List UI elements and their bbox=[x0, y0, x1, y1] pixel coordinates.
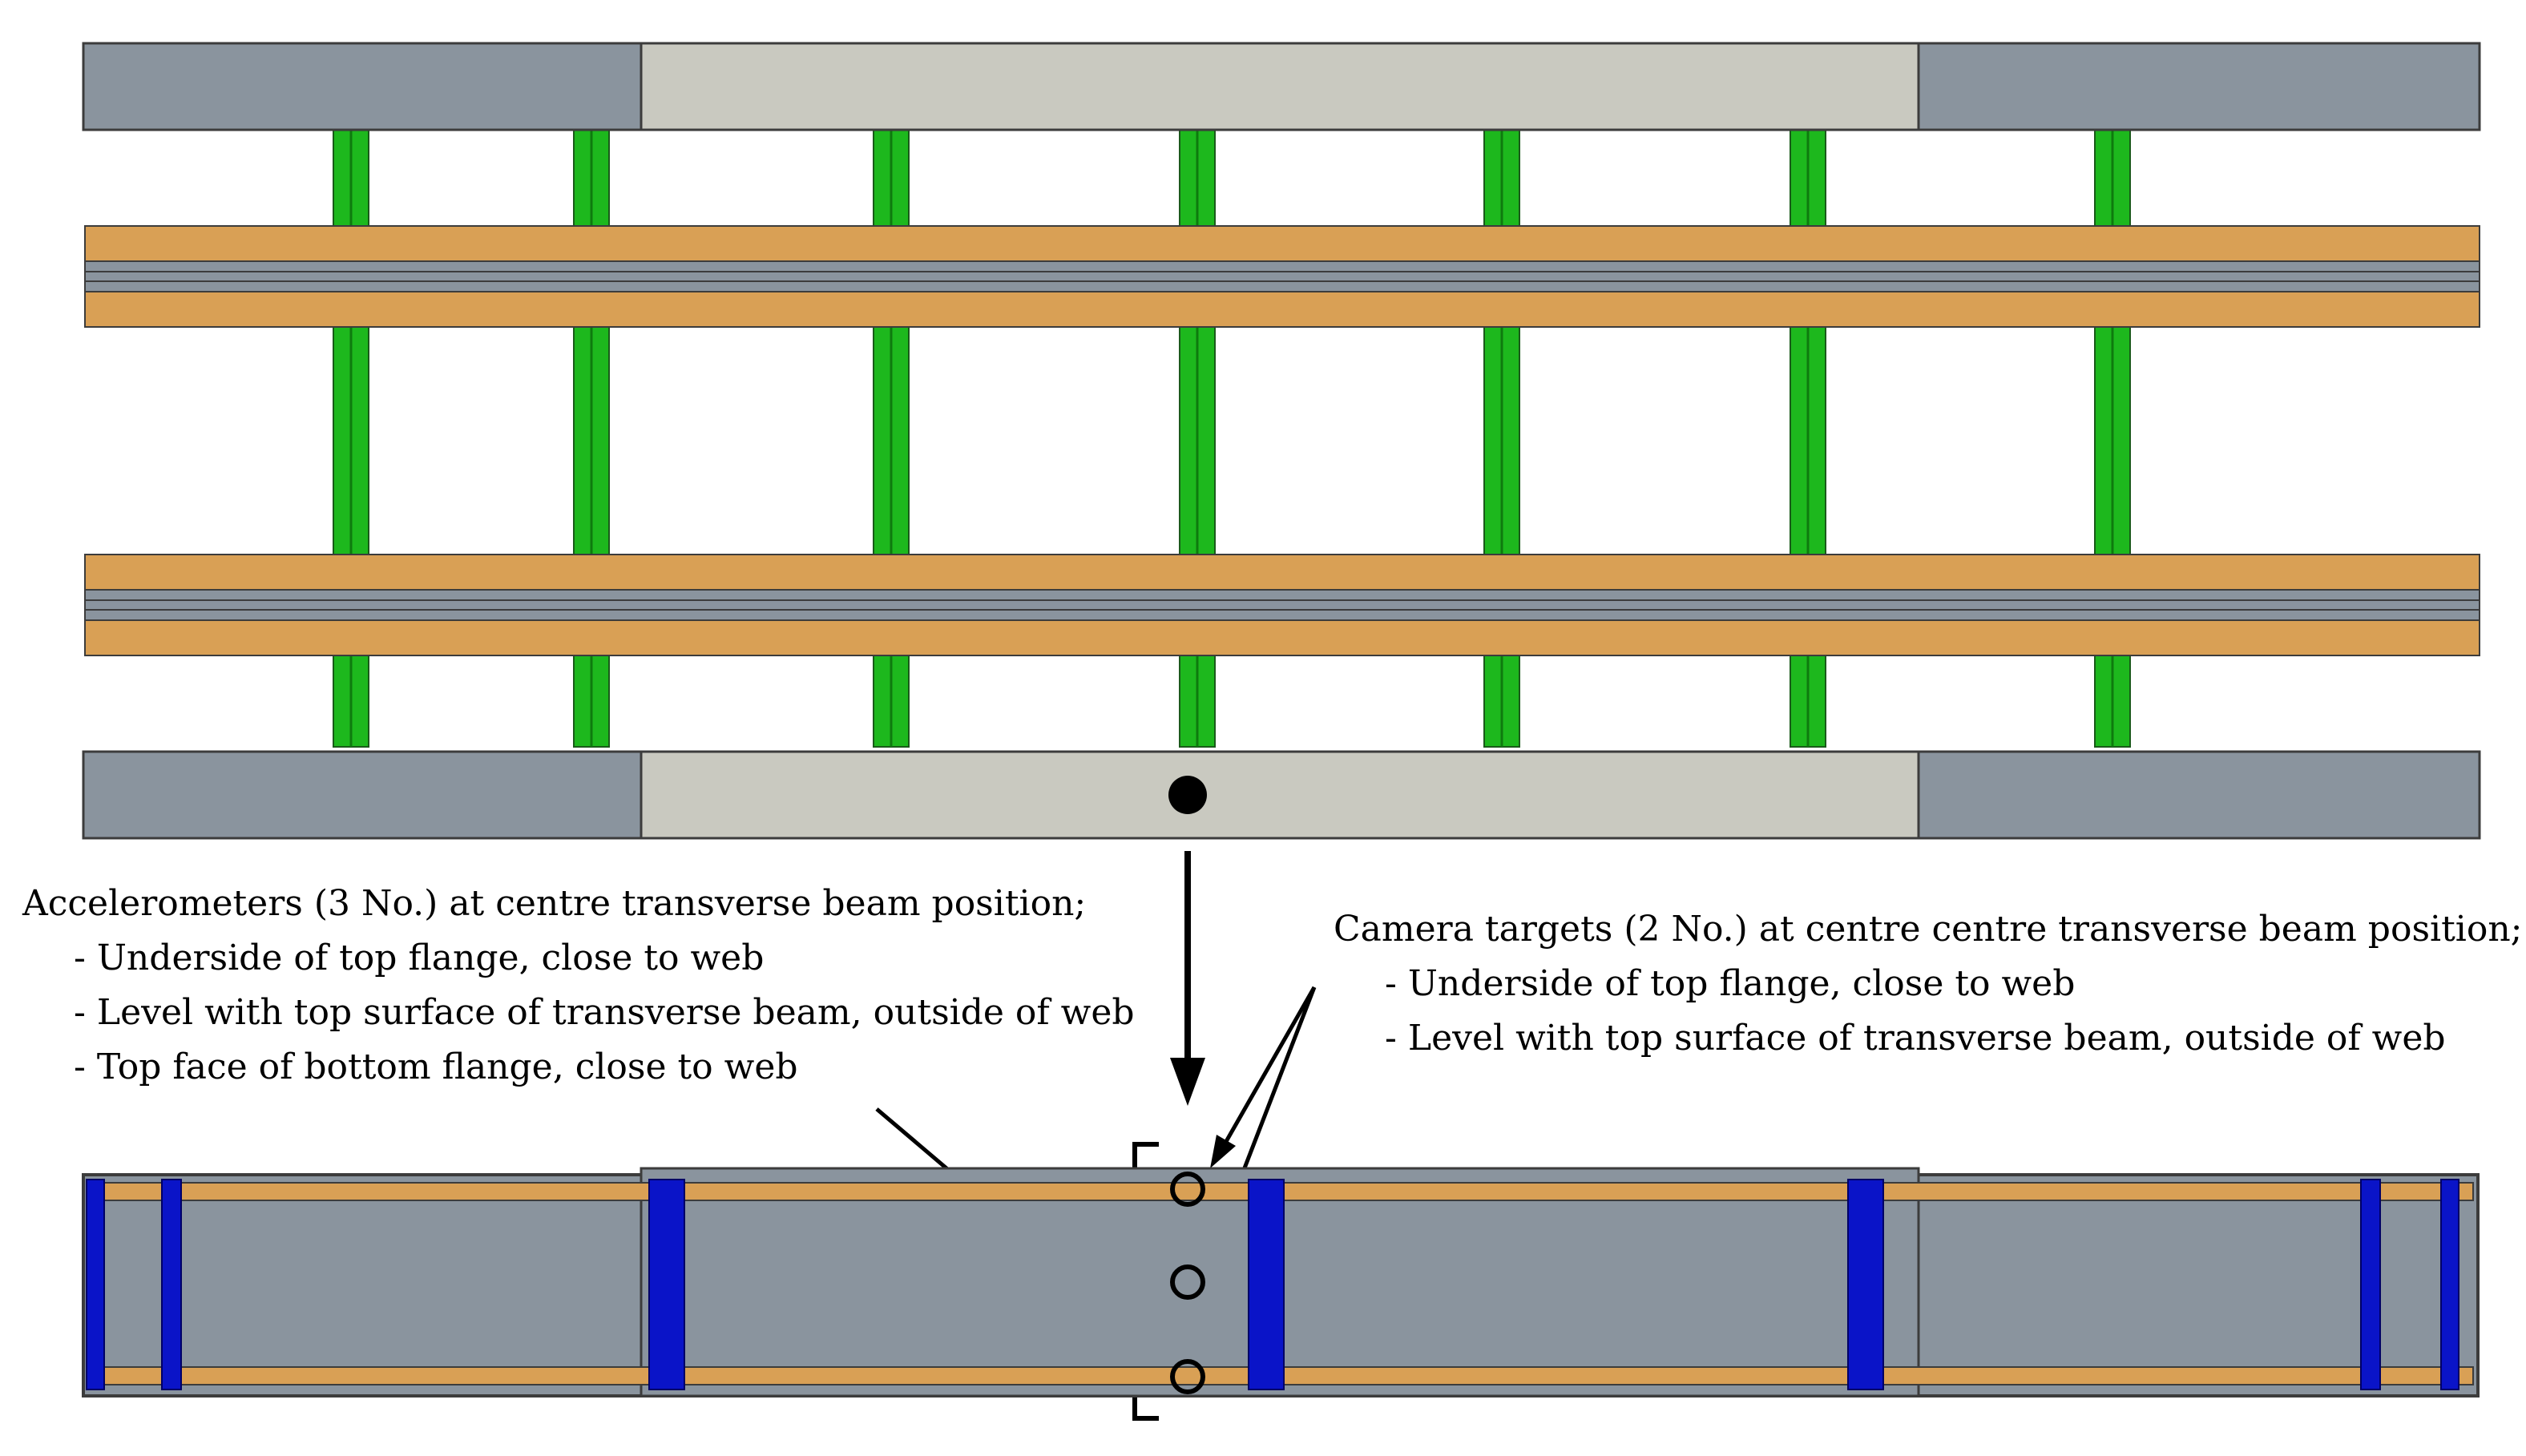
bottom-edge-beam-right bbox=[1917, 750, 2481, 840]
top-edge-beam bbox=[82, 42, 2481, 131]
accelerometer-heading: Accelerometers (3 No.) at centre transve… bbox=[22, 883, 1086, 924]
lower-beam-top-flange bbox=[84, 554, 2480, 591]
plan-view bbox=[82, 42, 2481, 840]
sensor-circle-top bbox=[1170, 1172, 1205, 1207]
top-edge-beam-left bbox=[82, 42, 643, 131]
camera-target-item: - Level with top surface of transverse b… bbox=[1385, 1018, 2446, 1059]
lower-beam-bottom-flange bbox=[84, 619, 2480, 656]
lower-beam-web bbox=[84, 589, 2480, 621]
stiffener bbox=[648, 1179, 685, 1390]
section-stiffeners bbox=[86, 1179, 2459, 1390]
top-edge-beam-right bbox=[1917, 42, 2481, 131]
longitudinal-beam-upper bbox=[84, 225, 2480, 328]
upper-beam-top-flange bbox=[84, 225, 2480, 262]
upper-beam-web bbox=[84, 260, 2480, 292]
stiffener bbox=[2440, 1179, 2459, 1390]
section-view bbox=[82, 1167, 2480, 1398]
longitudinal-beam-lower bbox=[84, 554, 2480, 656]
accelerometer-item: - Level with top surface of transverse b… bbox=[74, 992, 1135, 1033]
stiffener bbox=[1847, 1179, 1884, 1390]
accelerometer-item: - Top face of bottom flange, close to we… bbox=[74, 1047, 798, 1087]
sensor-circle-middle bbox=[1170, 1264, 1205, 1300]
accelerometer-item: - Underside of top flange, close to web bbox=[74, 938, 764, 978]
sensor-circle-bottom bbox=[1170, 1359, 1205, 1394]
top-edge-beam-centre bbox=[640, 42, 1920, 131]
stiffener bbox=[161, 1179, 182, 1390]
camera-target-label-block: Camera targets (2 No.) at centre centre … bbox=[1334, 909, 2523, 1059]
camera-arrow-1-head bbox=[1210, 1135, 1236, 1168]
bottom-edge-beam-left bbox=[82, 750, 643, 840]
stiffener bbox=[2360, 1179, 2381, 1390]
camera-target-heading: Camera targets (2 No.) at centre centre … bbox=[1334, 909, 2523, 950]
bottom-edge-beam-centre bbox=[640, 750, 1920, 840]
section-arrow-head bbox=[1170, 1058, 1205, 1106]
camera-arrow-1-shaft bbox=[1222, 986, 1317, 1146]
camera-target-item: - Underside of top flange, close to web bbox=[1385, 963, 2075, 1004]
upper-beam-bottom-flange bbox=[84, 291, 2480, 328]
accelerometer-label-block: Accelerometers (3 No.) at centre transve… bbox=[22, 883, 1135, 1087]
stiffener bbox=[86, 1179, 105, 1390]
bottom-edge-beam bbox=[82, 750, 2481, 840]
stiffener bbox=[1248, 1179, 1285, 1390]
sensor-location-dot bbox=[1168, 776, 1207, 814]
